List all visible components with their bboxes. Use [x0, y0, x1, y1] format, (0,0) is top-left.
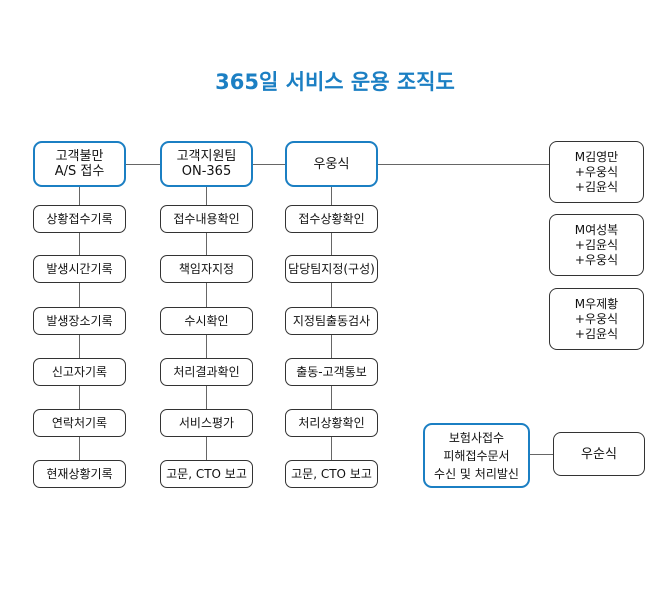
step-box: 고문, CTO 보고 — [285, 460, 378, 488]
insurance-contact-box: 우순식 — [553, 432, 645, 476]
step-box: 현재상황기록 — [33, 460, 126, 488]
connector — [125, 164, 160, 165]
team-box: M김영만 +우웅식 +김윤식 — [549, 141, 644, 203]
step-box: 상황접수기록 — [33, 205, 126, 233]
team-box: M우제황 +우웅식 +김윤식 — [549, 288, 644, 350]
step-box: 처리결과확인 — [160, 358, 253, 386]
step-box: 출동-고객통보 — [285, 358, 378, 386]
team-box: M여성복 +김윤식 +우웅식 — [549, 214, 644, 276]
chart-title: 365일 서비스 운용 조직도 — [215, 70, 455, 94]
insurance-box: 보험사접수 피해접수문서 수신 및 처리발신 — [423, 423, 530, 488]
step-box: 접수상황확인 — [285, 205, 378, 233]
step-box: 처리상황확인 — [285, 409, 378, 437]
step-box: 발생장소기록 — [33, 307, 126, 335]
step-box: 신고자기록 — [33, 358, 126, 386]
step-box: 서비스평가 — [160, 409, 253, 437]
connector — [378, 164, 549, 165]
connector — [252, 164, 285, 165]
column-header: 우웅식 — [285, 141, 378, 187]
connector — [530, 454, 553, 455]
column-header: 고객지원팀 ON-365 — [160, 141, 253, 187]
column-header: 고객불만 A/S 접수 — [33, 141, 126, 187]
step-box: 고문, CTO 보고 — [160, 460, 253, 488]
step-box: 연락처기록 — [33, 409, 126, 437]
step-box: 책임자지정 — [160, 255, 253, 283]
step-box: 발생시간기록 — [33, 255, 126, 283]
step-box: 접수내용확인 — [160, 205, 253, 233]
step-box: 지정팀출동검사 — [285, 307, 378, 335]
step-box: 수시확인 — [160, 307, 253, 335]
step-box: 담당팀지정(구성) — [285, 255, 378, 283]
